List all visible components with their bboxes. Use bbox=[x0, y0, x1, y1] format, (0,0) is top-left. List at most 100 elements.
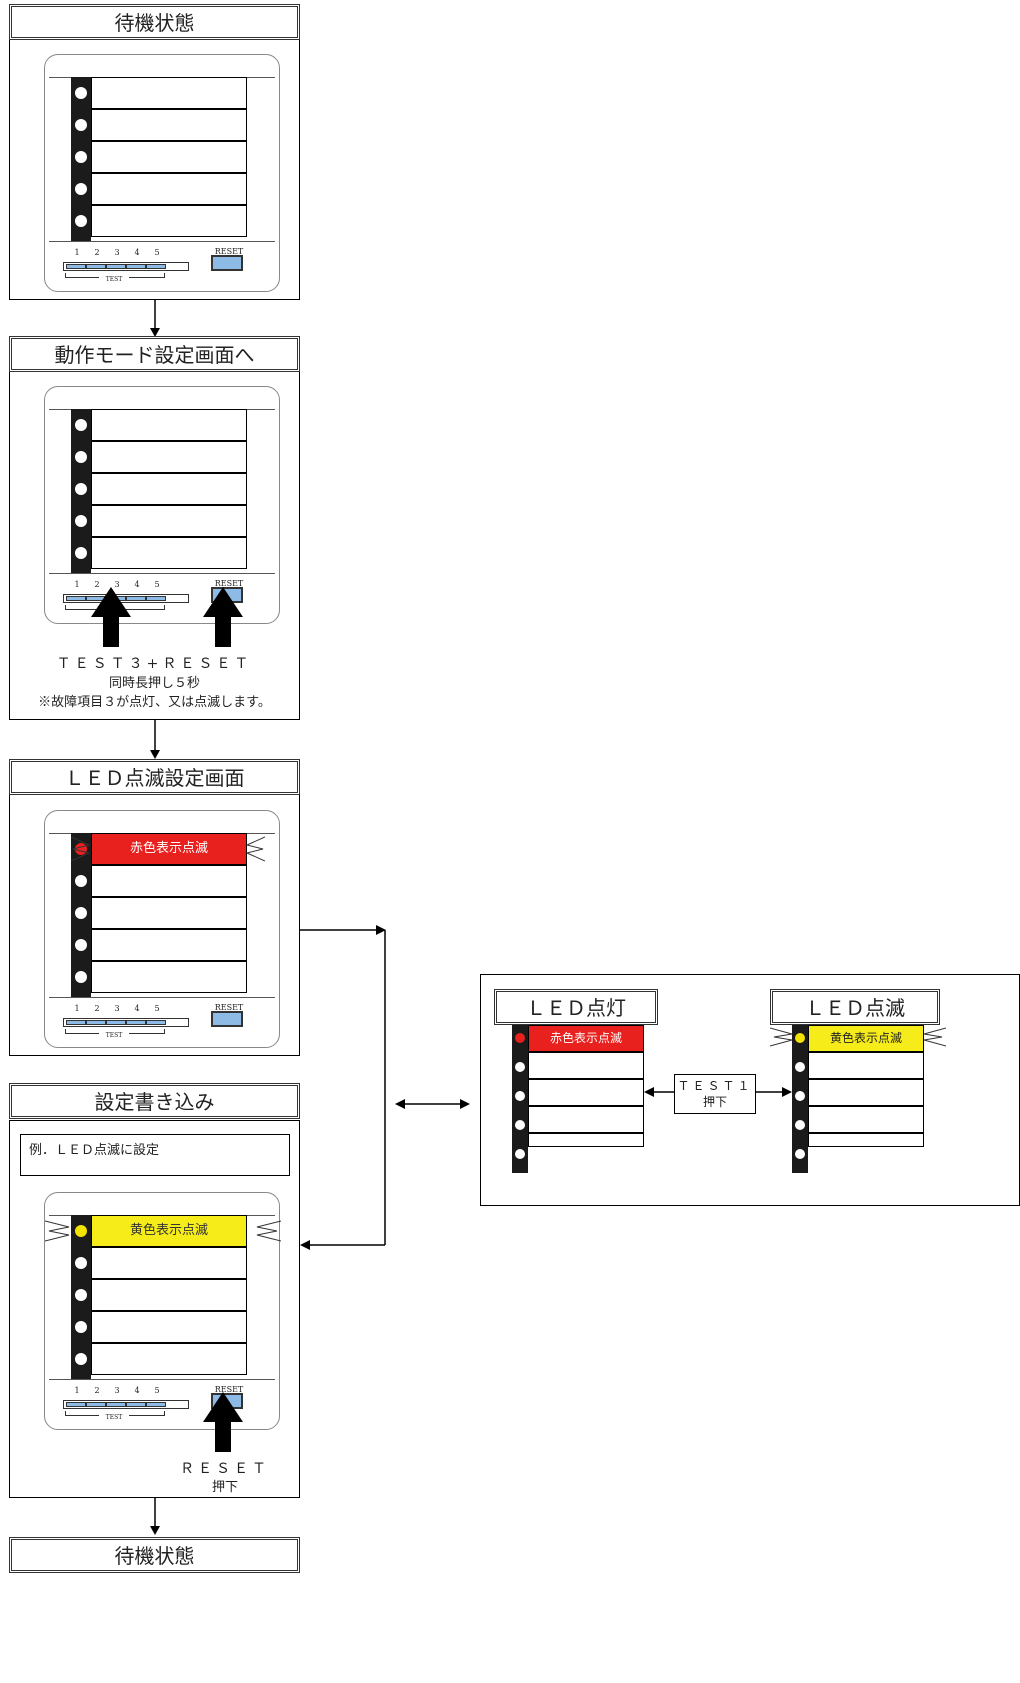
reset-label: RESET bbox=[214, 247, 244, 256]
led-3 bbox=[75, 483, 87, 495]
test-button-5[interactable] bbox=[146, 264, 166, 269]
fault-row-4 bbox=[91, 929, 247, 961]
led-1 bbox=[75, 87, 87, 99]
led-2 bbox=[75, 451, 87, 463]
step-4-instruction: ＲＥＳＥＴ bbox=[180, 1461, 270, 1477]
step-4-title: 設定書き込み bbox=[9, 1083, 300, 1119]
led-5 bbox=[75, 547, 87, 559]
fault-row-1: 黄色表示点滅 bbox=[808, 1025, 924, 1052]
test-num-2: 2 bbox=[94, 1004, 100, 1013]
led-on-title: ＬＥＤ点灯 bbox=[494, 989, 658, 1025]
fault-row-2 bbox=[91, 441, 247, 473]
panel-bottom-line bbox=[49, 997, 275, 998]
row-label: 黄色表示点滅 bbox=[129, 1223, 208, 1238]
fault-row-3 bbox=[91, 473, 247, 505]
fault-row-4 bbox=[91, 505, 247, 537]
led-column bbox=[71, 409, 91, 573]
side-connector bbox=[300, 925, 470, 1250]
fault-row-5 bbox=[91, 1343, 247, 1375]
fault-row-1 bbox=[91, 77, 247, 109]
fault-row-1: 黄色表示点滅 bbox=[91, 1215, 247, 1247]
test-num-3: 3 bbox=[114, 1386, 120, 1395]
test-num-4: 4 bbox=[134, 248, 140, 257]
fault-row-4 bbox=[808, 1106, 924, 1133]
panel-bottom-line bbox=[49, 241, 275, 242]
fault-row-1 bbox=[91, 409, 247, 441]
test-button-1[interactable] bbox=[66, 264, 86, 269]
led-3 bbox=[75, 1289, 87, 1301]
led-4 bbox=[75, 183, 87, 195]
blink-burst-icon bbox=[71, 836, 265, 862]
reset-button[interactable] bbox=[211, 1011, 243, 1027]
test-num-4: 4 bbox=[134, 1004, 140, 1013]
led-2 bbox=[75, 875, 87, 887]
row-label: 黄色表示点滅 bbox=[829, 1031, 902, 1045]
test-button-2[interactable] bbox=[86, 1020, 106, 1025]
test-num-3: 3 bbox=[114, 248, 120, 257]
fault-row-2 bbox=[528, 1052, 644, 1079]
led-column bbox=[512, 1025, 528, 1173]
test-button-4[interactable] bbox=[126, 1020, 146, 1025]
step-4-instruction-sub: 押下 bbox=[211, 1480, 238, 1495]
led-1 bbox=[75, 1225, 87, 1237]
led-1 bbox=[75, 419, 87, 431]
led-column bbox=[792, 1025, 808, 1173]
led-5 bbox=[75, 1353, 87, 1365]
led-4 bbox=[515, 1120, 525, 1130]
reset-label: RESET bbox=[214, 579, 244, 588]
test-num-5: 5 bbox=[154, 1386, 160, 1395]
step-3-title: ＬＥＤ点滅設定画面 bbox=[9, 759, 300, 795]
toggle-arrows bbox=[644, 1087, 792, 1097]
test-num-1: 1 bbox=[74, 580, 80, 589]
row-label: 赤色表示点滅 bbox=[549, 1031, 622, 1045]
fault-row-5 bbox=[91, 537, 247, 569]
led-2 bbox=[515, 1062, 525, 1072]
press-reset-arrow-icon bbox=[203, 1392, 243, 1452]
reset-button[interactable] bbox=[211, 255, 243, 271]
led-column bbox=[71, 77, 91, 241]
test-num-1: 1 bbox=[74, 1386, 80, 1395]
test-num-2: 2 bbox=[94, 580, 100, 589]
test-button-4[interactable] bbox=[126, 1402, 146, 1407]
step-2-note: ※故障項目３が点灯、又は点滅します。 bbox=[38, 695, 271, 710]
test-button-1[interactable] bbox=[66, 1402, 86, 1407]
arrow-4-5 bbox=[150, 1498, 160, 1535]
test1-sub: 押下 bbox=[702, 1095, 727, 1109]
test-label: TEST bbox=[99, 1414, 129, 1421]
led-5 bbox=[75, 215, 87, 227]
test-button-2[interactable] bbox=[86, 1402, 106, 1407]
led-4 bbox=[795, 1120, 805, 1130]
reset-label: RESET bbox=[214, 1003, 244, 1012]
fault-row-5 bbox=[91, 205, 247, 237]
fault-row-2 bbox=[91, 865, 247, 897]
panel-step-3: 赤色表示点滅 1 2 3 4 5 TEST RESET bbox=[44, 810, 280, 1048]
fault-row-2 bbox=[91, 1247, 247, 1279]
test-button-5[interactable] bbox=[146, 1402, 166, 1407]
test-button-3[interactable] bbox=[106, 1020, 126, 1025]
test-button-3[interactable] bbox=[106, 264, 126, 269]
test-button-3[interactable] bbox=[106, 1402, 126, 1407]
fault-row-5 bbox=[91, 961, 247, 993]
led-on-preview: 赤色表示点滅 bbox=[512, 1025, 644, 1173]
test-button-4[interactable] bbox=[126, 264, 146, 269]
test-label: TEST bbox=[99, 276, 129, 283]
test-button-1[interactable] bbox=[66, 596, 86, 601]
fault-row-5 bbox=[808, 1133, 924, 1147]
test-button-bar bbox=[63, 1400, 189, 1409]
panel-bottom-line bbox=[49, 1379, 275, 1380]
led-column bbox=[71, 1215, 91, 1379]
test-button-5[interactable] bbox=[146, 1020, 166, 1025]
test-button-4[interactable] bbox=[126, 596, 146, 601]
fault-row-5 bbox=[528, 1133, 644, 1147]
fault-row-3 bbox=[528, 1079, 644, 1106]
test-button-5[interactable] bbox=[146, 596, 166, 601]
test-num-3: 3 bbox=[114, 1004, 120, 1013]
test1-label: ＴＥＳＴ１ bbox=[677, 1079, 753, 1093]
fault-row-3 bbox=[808, 1079, 924, 1106]
blink-burst-icon bbox=[770, 1027, 946, 1047]
test-button-2[interactable] bbox=[86, 264, 106, 269]
test-num-5: 5 bbox=[154, 580, 160, 589]
test-button-1[interactable] bbox=[66, 1020, 86, 1025]
fault-row-2 bbox=[808, 1052, 924, 1079]
test-button-bar bbox=[63, 1018, 189, 1027]
